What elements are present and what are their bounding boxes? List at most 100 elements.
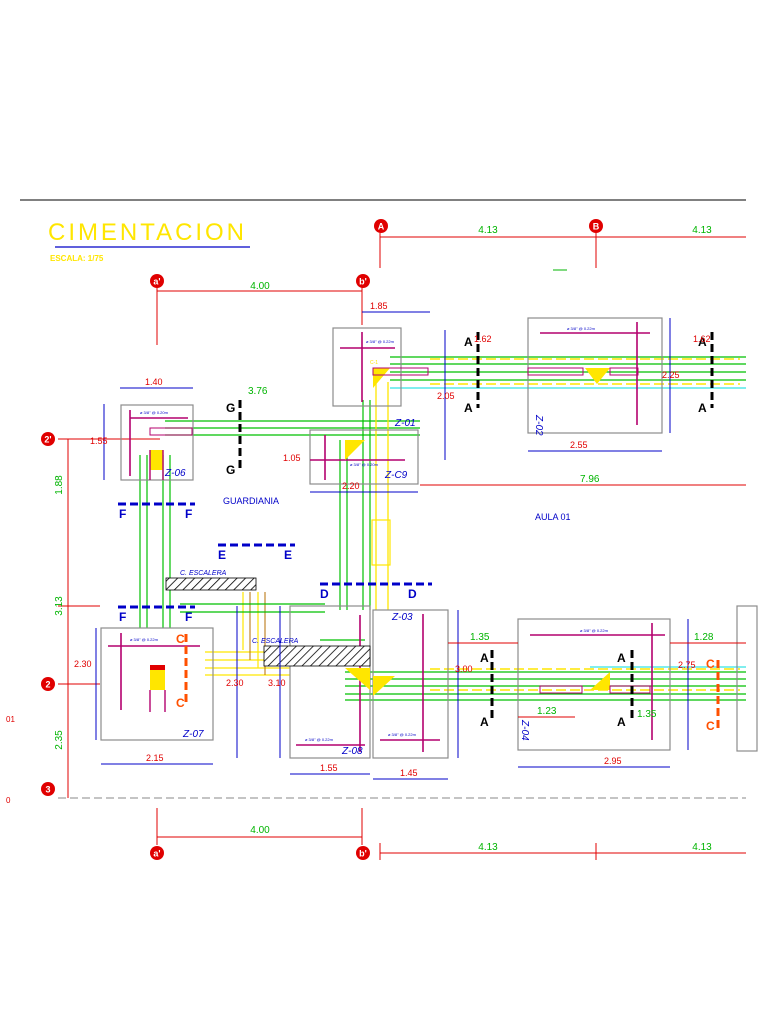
footing-Z-02: Z-02 ø 3/8" @ 0.22m xyxy=(527,317,663,436)
dim-155-bottom: 1.55 xyxy=(320,763,338,773)
footing-label-Z-03: Z-03 xyxy=(391,612,413,623)
footing-label-Z-04: Z-04 xyxy=(519,719,530,741)
axis-label-2: 2 xyxy=(45,680,50,690)
section-A-top-4: A xyxy=(617,651,626,665)
dim-162-right: 1.62 xyxy=(693,334,711,344)
section-A-bot-4: A xyxy=(617,715,626,729)
rebar-spec-z02: ø 3/8" @ 0.22m xyxy=(567,326,596,331)
footing-Z-07: Z-07 ø 3/8" @ 0.22m xyxy=(100,627,214,741)
dim-162-left: 1.62 xyxy=(474,334,492,344)
footing-Z-08: Z-08 ø 3/8" @ 0.22m xyxy=(289,605,371,759)
dim-185: 1.85 xyxy=(370,301,388,311)
foundation-beams xyxy=(139,356,746,701)
dimensions: 1.85 1.40 3.76 1.55 1.05 2.20 2.05 1.62 … xyxy=(74,301,746,780)
margin-label-0: 0 xyxy=(6,796,11,805)
dim-105: 1.05 xyxy=(283,453,301,463)
axis-bubble-a1-bottom xyxy=(150,846,164,860)
dim-left-313: 3.13 xyxy=(54,596,65,616)
room-label-guardiania: GUARDIANIA xyxy=(223,496,279,506)
footing-label-Z-08: Z-08 xyxy=(341,746,363,757)
section-A-top-1: A xyxy=(464,335,473,349)
dim-230-mid: 2.30 xyxy=(226,678,244,688)
room-label-aula: AULA 01 xyxy=(535,512,571,522)
footing-Z-04: Z-04 ø 3/8" @ 0.22m xyxy=(517,618,671,751)
dim-bottom-ab: 4.13 xyxy=(478,842,498,853)
section-F-right-1: F xyxy=(185,507,192,521)
dim-123: 1.23 xyxy=(537,706,557,717)
axis-label-2p: 2' xyxy=(44,435,51,445)
rebar-spec-z03: ø 3/8" @ 0.22m xyxy=(388,732,417,737)
section-A-bot-1: A xyxy=(464,401,473,415)
dim-295: 2.95 xyxy=(604,756,622,766)
section-A-top-3: A xyxy=(480,651,489,665)
axis-bubble-2 xyxy=(41,677,55,691)
section-E-right: E xyxy=(284,548,292,562)
section-G-bot: G xyxy=(226,463,235,477)
axis-label-A: A xyxy=(378,222,385,232)
drawing-scale: ESCALA: 1/75 xyxy=(50,254,104,263)
stair-2: C. ESCALERA xyxy=(252,638,371,667)
dim-top-b-next: 4.13 xyxy=(692,225,712,236)
axis-label-a1: a' xyxy=(153,277,160,287)
section-D-right: D xyxy=(408,587,417,601)
axis-bubble-B xyxy=(589,219,603,233)
dim-140: 1.40 xyxy=(145,377,163,387)
section-A-bot-2: A xyxy=(698,401,707,415)
axis-label-b1-bottom: b' xyxy=(359,849,367,859)
axis-label-a1-bottom: a' xyxy=(153,849,160,859)
rebar-spec-z08: ø 3/8" @ 0.22m xyxy=(305,737,334,742)
footing-Z-01: Z-01 C-1 ø 3/8" @ 0.22m xyxy=(332,327,429,429)
axis-label-B: B xyxy=(593,222,600,232)
footing-Z-03: Z-03 ø 3/8" @ 0.22m xyxy=(372,609,449,759)
section-D-left: D xyxy=(320,587,329,601)
section-F-right-2: F xyxy=(185,610,192,624)
dim-128: 1.28 xyxy=(694,632,714,643)
dim-230-left: 2.30 xyxy=(74,659,92,669)
dim-left-188: 1.88 xyxy=(54,475,65,495)
axis-label-3: 3 xyxy=(45,785,50,795)
footing-label-Z-07: Z-07 xyxy=(182,729,204,740)
axis-bubble-b1 xyxy=(356,274,370,288)
section-C-top-2: C xyxy=(706,657,715,671)
dim-top-a1b1: 4.00 xyxy=(250,281,270,292)
section-F-left-2: F xyxy=(119,610,126,624)
axis-bubble-a1 xyxy=(150,274,164,288)
stair-label-2: C. ESCALERA xyxy=(252,638,299,645)
section-C-bot-1: C xyxy=(176,696,185,710)
axis-bubble-A xyxy=(374,219,388,233)
axis-bubble-2p xyxy=(41,432,55,446)
dim-310: 3.10 xyxy=(268,678,286,688)
dim-155-left: 1.55 xyxy=(90,436,108,446)
dim-top-ab: 4.13 xyxy=(478,225,498,236)
dim-left-235: 2.35 xyxy=(54,730,65,750)
section-F-left-1: F xyxy=(119,507,126,521)
footing-label-Z-02: Z-02 xyxy=(533,414,544,436)
footing-partial-right xyxy=(736,605,758,752)
dim-255: 2.55 xyxy=(570,440,588,450)
rebar-spec-z06: ø 3/8" @ 0.20m xyxy=(140,410,169,415)
section-C-bot-2: C xyxy=(706,719,715,733)
stair-label-1: C. ESCALERA xyxy=(180,570,227,577)
axis-bubble-b1-bottom xyxy=(356,846,370,860)
section-C-top-1: C xyxy=(176,632,185,646)
dim-796: 7.96 xyxy=(580,474,600,485)
section-G-top: G xyxy=(226,401,235,415)
dim-275: 2.75 xyxy=(678,660,696,670)
column-label-c1: C-1 xyxy=(370,360,378,366)
dim-225: 2.25 xyxy=(662,370,680,380)
rebar-spec-z07: ø 3/8" @ 0.22m xyxy=(130,637,159,642)
footing-label-Z-06: Z-06 xyxy=(164,468,186,479)
footing-label-Z-C9: Z-C9 xyxy=(384,470,408,481)
section-A-top-2: A xyxy=(698,335,707,349)
dim-205: 2.05 xyxy=(437,391,455,401)
section-markers: A A A A A A A A G G C C C C F F F F E E … xyxy=(118,332,720,733)
section-A-bot-3: A xyxy=(480,715,489,729)
margin-label-01: 01 xyxy=(6,715,15,724)
stair-1: C. ESCALERA xyxy=(165,570,257,591)
dim-215: 2.15 xyxy=(146,753,164,763)
footing-label-Z-01: Z-01 xyxy=(394,418,416,429)
dim-bottom-b-next: 4.13 xyxy=(692,842,712,853)
section-E-left: E xyxy=(218,548,226,562)
axis-bubble-3 xyxy=(41,782,55,796)
